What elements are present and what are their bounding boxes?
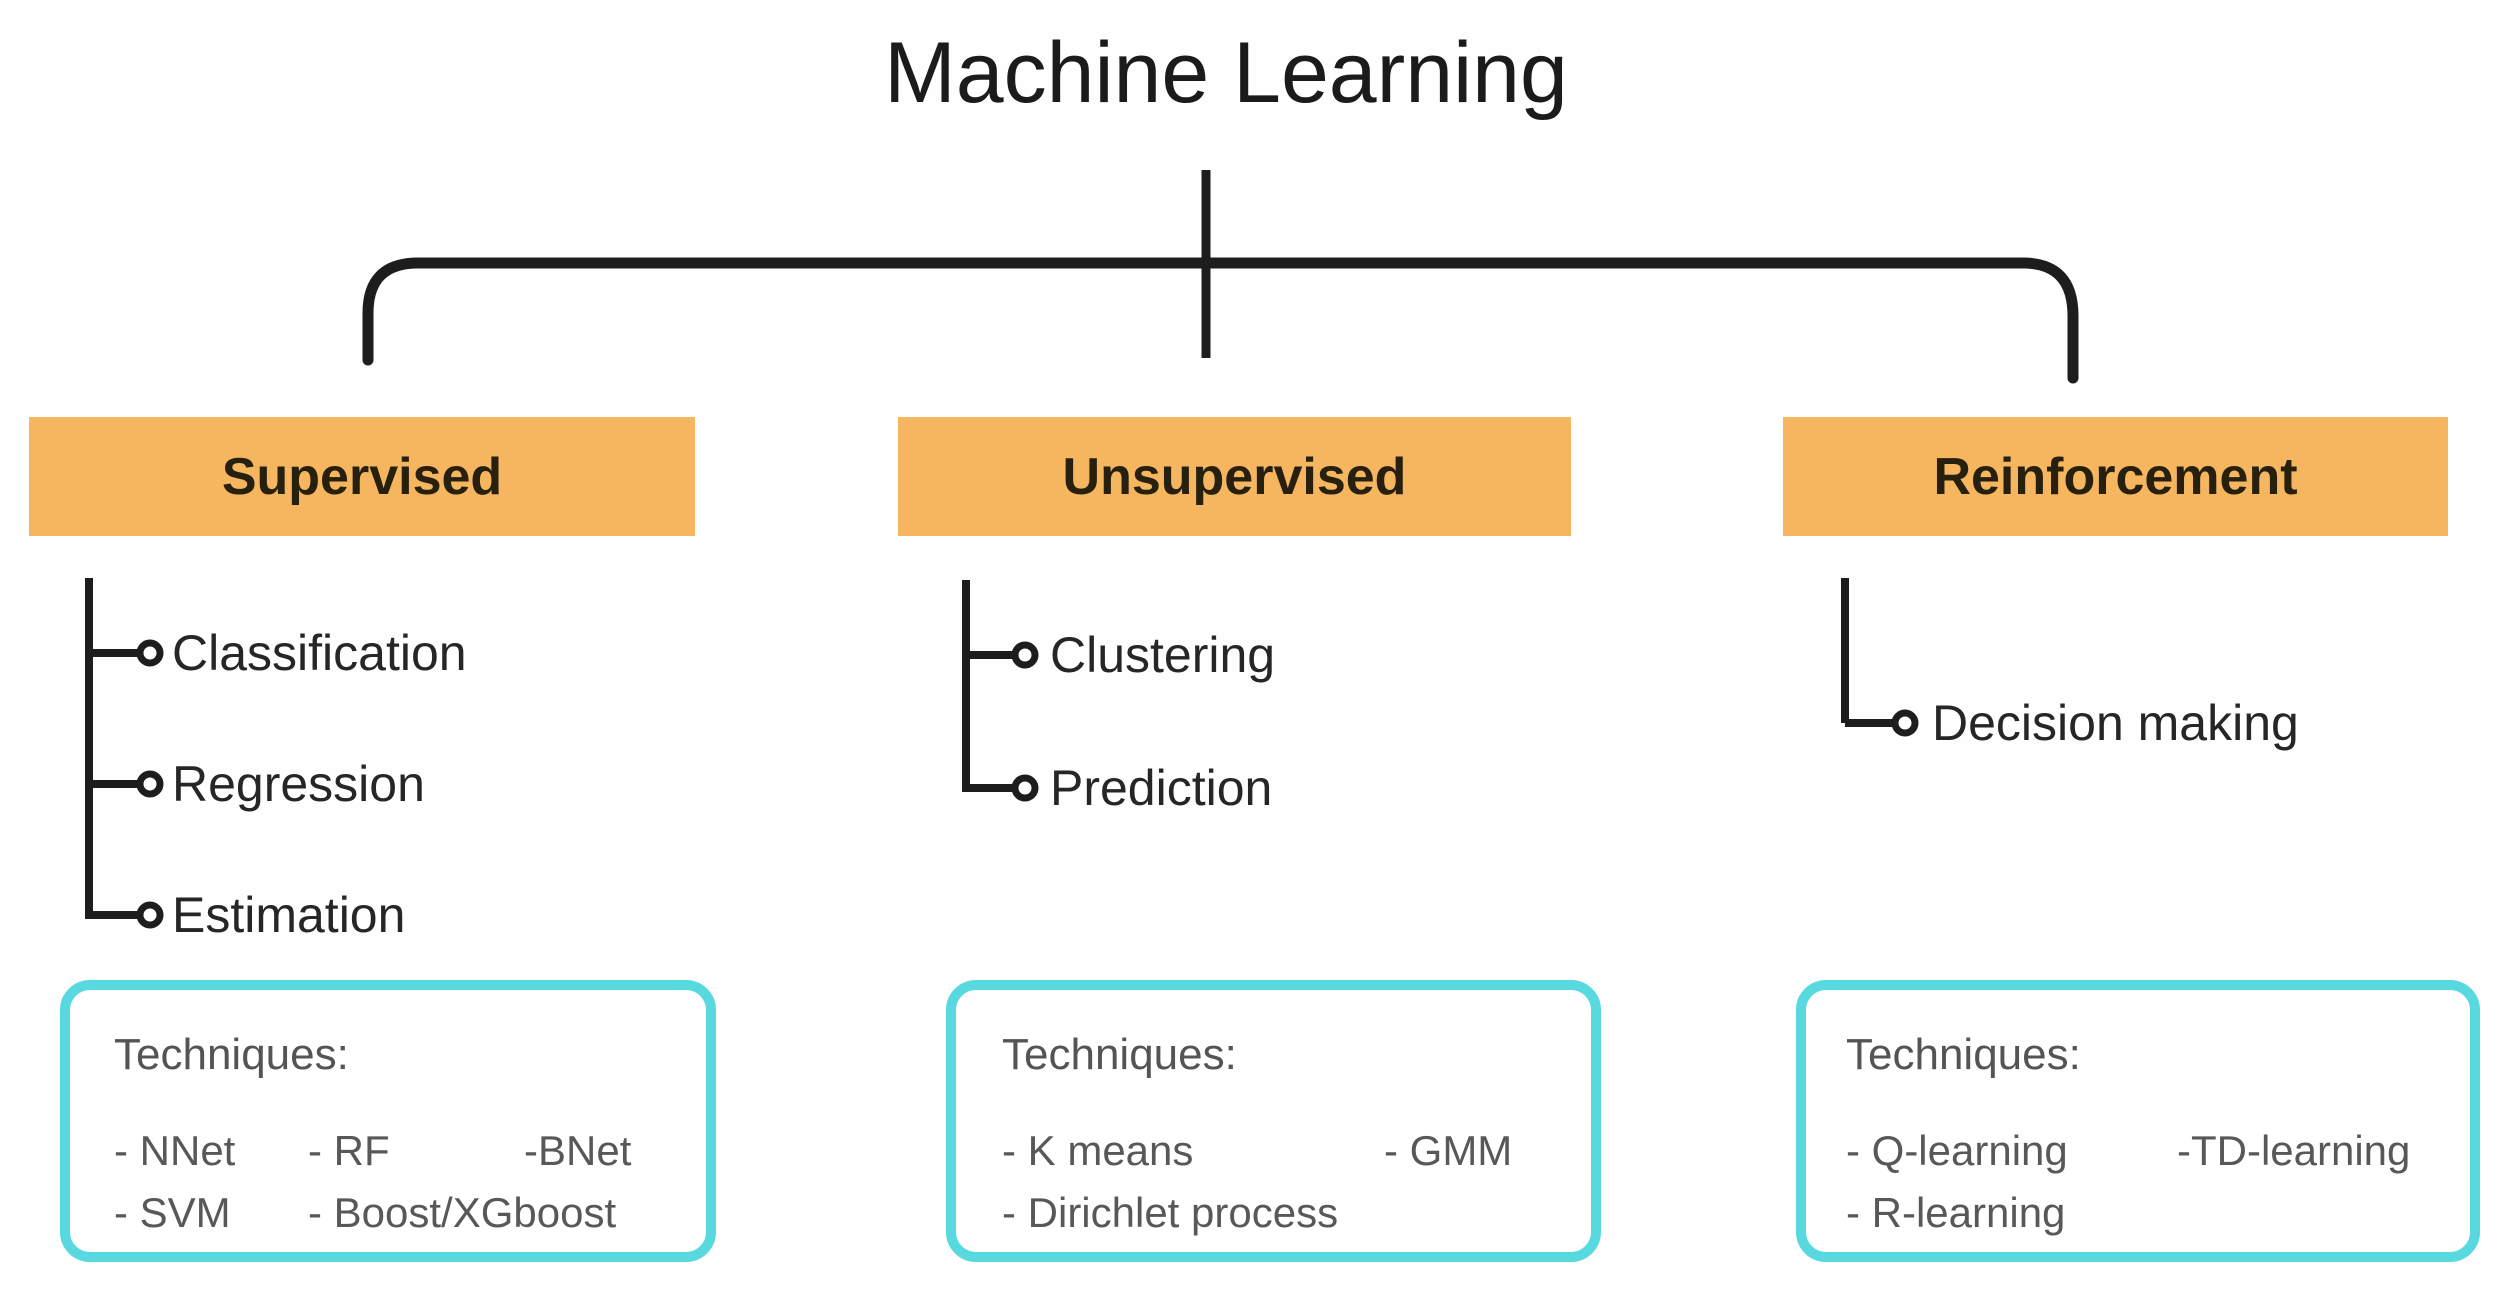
techniques-row: - SVM - Boost/XGboost <box>114 1182 706 1244</box>
node-bullet-icon <box>1011 774 1039 802</box>
techniques-row: - Dirichlet process <box>1002 1182 1591 1244</box>
technique-item: - GMM <box>1384 1127 1513 1174</box>
node-bullet-icon <box>1011 641 1039 669</box>
tree-item-decision-making: Decision making <box>1932 695 2299 751</box>
category-label: Supervised <box>221 447 503 506</box>
technique-item: - Q-learning <box>1846 1127 2068 1174</box>
reinforcement-tree-lines <box>1841 578 1919 737</box>
technique-item: - K means <box>1002 1127 1194 1174</box>
technique-item: - R-learning <box>1846 1189 2066 1236</box>
node-bullet-icon <box>136 901 164 929</box>
supervised-tree-lines <box>85 578 164 929</box>
category-header-supervised: Supervised <box>29 417 695 536</box>
techniques-title: Techniques: <box>1002 1030 1237 1079</box>
techniques-box-supervised: Techniques: - NNet - RF -BNet - SVM - Bo… <box>60 980 716 1262</box>
node-bullet-icon <box>136 770 164 798</box>
techniques-box-unsupervised: Techniques: - K means - GMM - Dirichlet … <box>946 980 1601 1262</box>
bracket-connector-line <box>362 257 2079 384</box>
diagram-title: Machine Learning <box>884 25 1568 121</box>
tree-item-prediction: Prediction <box>1050 760 1273 816</box>
technique-item: - NNet <box>114 1127 236 1174</box>
tree-item-estimation: Estimation <box>172 887 406 943</box>
category-header-reinforcement: Reinforcement <box>1783 417 2448 536</box>
techniques-row: - Q-learning -TD-learning <box>1846 1120 2470 1182</box>
technique-item: - SVM <box>114 1189 231 1236</box>
tree-item-classification: Classification <box>172 625 467 681</box>
technique-item: - RF <box>308 1127 390 1174</box>
category-header-unsupervised: Unsupervised <box>898 417 1571 536</box>
techniques-title: Techniques: <box>1846 1030 2081 1079</box>
techniques-row: - NNet - RF -BNet <box>114 1120 706 1182</box>
technique-item: -BNet <box>524 1127 632 1174</box>
category-label: Reinforcement <box>1933 447 2298 506</box>
tree-item-clustering: Clustering <box>1050 627 1276 683</box>
techniques-row: - K means - GMM <box>1002 1120 1591 1182</box>
category-label: Unsupervised <box>1062 447 1407 506</box>
technique-item: -TD-learning <box>2177 1127 2411 1174</box>
node-bullet-icon <box>1891 709 1919 737</box>
technique-item: - Dirichlet process <box>1002 1189 1339 1236</box>
tree-item-regression: Regression <box>172 756 425 812</box>
unsupervised-tree-lines <box>962 580 1039 802</box>
techniques-row: - R-learning <box>1846 1182 2470 1244</box>
node-bullet-icon <box>136 639 164 667</box>
technique-item: - Boost/XGboost <box>308 1189 617 1236</box>
techniques-title: Techniques: <box>114 1030 349 1079</box>
techniques-box-reinforcement: Techniques: - Q-learning -TD-learning - … <box>1796 980 2480 1262</box>
